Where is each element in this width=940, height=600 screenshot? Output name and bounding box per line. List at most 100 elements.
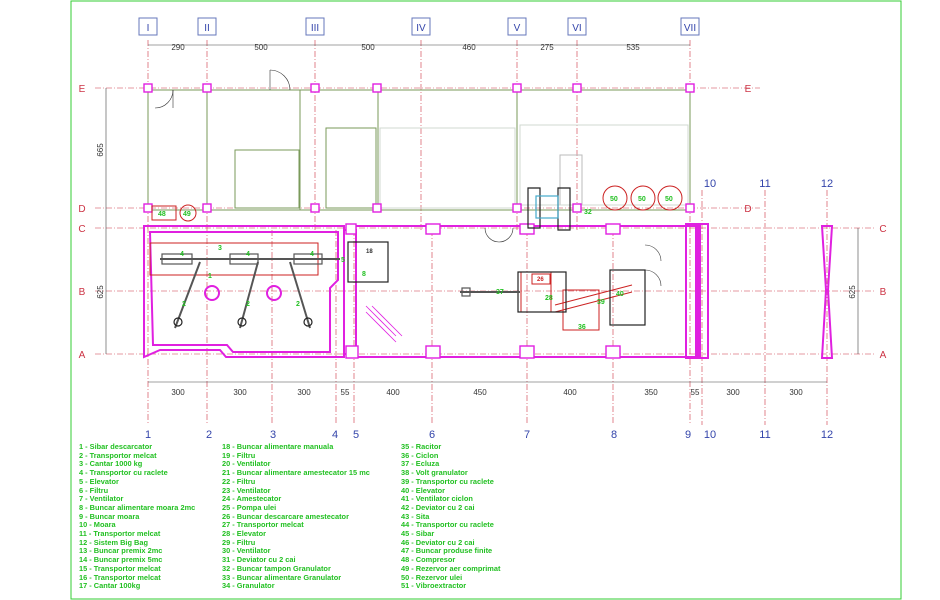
tag-18: 18	[366, 249, 373, 255]
legend-column-3: 35 - Racitor 36 - Ciclon 37 - Ecluza 38 …	[401, 442, 501, 591]
tag-32: 32	[584, 209, 592, 216]
legend-item: 13 - Buncar premix 2mc	[79, 546, 163, 556]
svg-text:665: 665	[96, 143, 105, 157]
legend-item: 50 - Rezervor ulei	[401, 572, 463, 582]
legend-item: 41 - Ventilator ciclon	[401, 494, 473, 504]
legend-item: 42 - Deviator cu 2 cai	[401, 502, 475, 512]
axis-D-left: D	[78, 204, 85, 215]
tag-50c: 50	[665, 196, 673, 203]
legend-item: 45 - Sibar	[401, 529, 435, 539]
legend-item: 35 - Racitor	[401, 442, 442, 451]
svg-text:290: 290	[171, 43, 185, 52]
staircase	[365, 305, 403, 343]
axis-VII: VII	[684, 23, 696, 34]
svg-text:350: 350	[644, 388, 658, 397]
legend-item: 38 - Volt granulator	[401, 468, 468, 478]
tag-4b: 4	[246, 251, 250, 258]
structural-columns	[143, 83, 695, 359]
axis-E-left: E	[79, 84, 86, 95]
axis-4: 4	[332, 429, 338, 441]
legend-item: 16 - Transportor melcat	[79, 572, 161, 582]
axis-5: 5	[353, 429, 359, 441]
legend-item: 6 - Filtru	[79, 485, 109, 495]
svg-text:400: 400	[386, 388, 400, 397]
svg-text:11: 11	[759, 178, 770, 190]
legend-item: 22 - Filtru	[222, 476, 256, 486]
legend-item: 15 - Transportor melcat	[79, 563, 161, 573]
dark-equipment	[160, 187, 646, 329]
top-dimensions: 290 500 500 460 275 535	[171, 43, 640, 52]
tag-37: 37	[496, 289, 504, 296]
legend-item: 28 - Elevator	[222, 529, 266, 539]
svg-text:450: 450	[473, 388, 487, 397]
svg-text:300: 300	[171, 388, 185, 397]
axis-1: 1	[145, 429, 151, 441]
legend-item: 7 - Ventilator	[79, 494, 124, 504]
svg-text:460: 460	[462, 43, 476, 52]
legend-item: 18 - Buncar alimentare manuala	[222, 442, 334, 451]
axis-2: 2	[206, 429, 212, 441]
svg-text:300: 300	[233, 388, 247, 397]
legend-item: 34 - Granulator	[222, 581, 275, 591]
axis-B-right: B	[880, 287, 887, 298]
bottom-dimensions: 300 300 300 55 400 450 400 350 55 300 30…	[171, 388, 803, 397]
equipment-tags: 3 4 4 4 5 2 2 2 1 18 8 37 28 26 39 36 40…	[158, 196, 673, 331]
tag-50b: 50	[638, 196, 646, 203]
axis-V: V	[514, 23, 521, 34]
numbered-axis-labels-top: 10 11 12	[704, 178, 833, 190]
svg-text:500: 500	[254, 43, 268, 52]
tag-4c: 4	[310, 251, 314, 258]
legend-column-1: 1 - Sibar descarcator 2 - Transportor me…	[79, 442, 195, 591]
legend-item: 49 - Rezervor aer comprimat	[401, 563, 501, 573]
svg-text:625: 625	[848, 285, 857, 299]
legend-item: 29 - Filtru	[222, 537, 256, 547]
side-dimensions: 665 625 625	[96, 143, 857, 299]
legend-item: 12 - Sistem Big Bag	[79, 537, 148, 547]
legend-item: 19 - Filtru	[222, 450, 256, 460]
axis-B-left: B	[79, 287, 86, 298]
svg-text:55: 55	[341, 388, 350, 397]
dimension-lines	[105, 44, 859, 383]
axis-D-right: D	[744, 204, 751, 215]
tag-1: 1	[208, 273, 212, 280]
axis-A-left: A	[79, 350, 86, 361]
axis-E-right: E	[745, 84, 752, 95]
tag-36: 36	[578, 324, 586, 331]
axis-11: 11	[759, 429, 770, 441]
svg-text:625: 625	[96, 285, 105, 299]
tag-2a: 2	[182, 301, 186, 308]
axis-C-right: C	[879, 224, 886, 235]
upper-rooms	[147, 89, 691, 211]
legend-item: 44 - Transportor cu raclete	[401, 520, 494, 530]
axis-IV: IV	[416, 23, 426, 34]
legend-item: 46 - Deviator cu 2 cai	[401, 537, 475, 547]
tag-40: 40	[616, 291, 624, 298]
axis-10: 10	[704, 429, 716, 441]
axis-II: II	[204, 23, 210, 34]
tag-48: 48	[158, 211, 166, 218]
legend-item: 11 - Transportor melcat	[79, 529, 161, 539]
legend-item: 17 - Cantar 100kg	[79, 581, 141, 591]
legend-item: 47 - Buncar produse finite	[401, 546, 493, 556]
numbered-axis-labels: 1 2 3 4 5 6 7 8 9 10 11 12	[145, 429, 833, 441]
axis-9: 9	[685, 429, 691, 441]
axis-3: 3	[270, 429, 276, 441]
axis-C-left: C	[78, 224, 85, 235]
legend-item: 24 - Amestecator	[222, 494, 282, 504]
svg-text:535: 535	[626, 43, 640, 52]
axis-III: III	[311, 23, 319, 34]
tag-8: 8	[362, 271, 366, 278]
legend-item: 30 - Ventilator	[222, 546, 271, 556]
tag-28: 28	[545, 295, 553, 302]
legend-item: 3 - Cantar 1000 kg	[79, 459, 143, 469]
tag-5: 5	[341, 257, 345, 264]
legend-item: 39 - Transportor cu raclete	[401, 476, 494, 486]
legend-item: 5 - Elevator	[79, 476, 119, 486]
legend-item: 32 - Buncar tampon Granulator	[222, 563, 331, 573]
axis-I: I	[147, 23, 150, 34]
legend-item: 21 - Buncar alimentare amestecator 15 mc	[222, 468, 370, 478]
axis-12: 12	[821, 429, 833, 441]
axis-6: 6	[429, 429, 435, 441]
tag-49: 49	[183, 211, 191, 218]
